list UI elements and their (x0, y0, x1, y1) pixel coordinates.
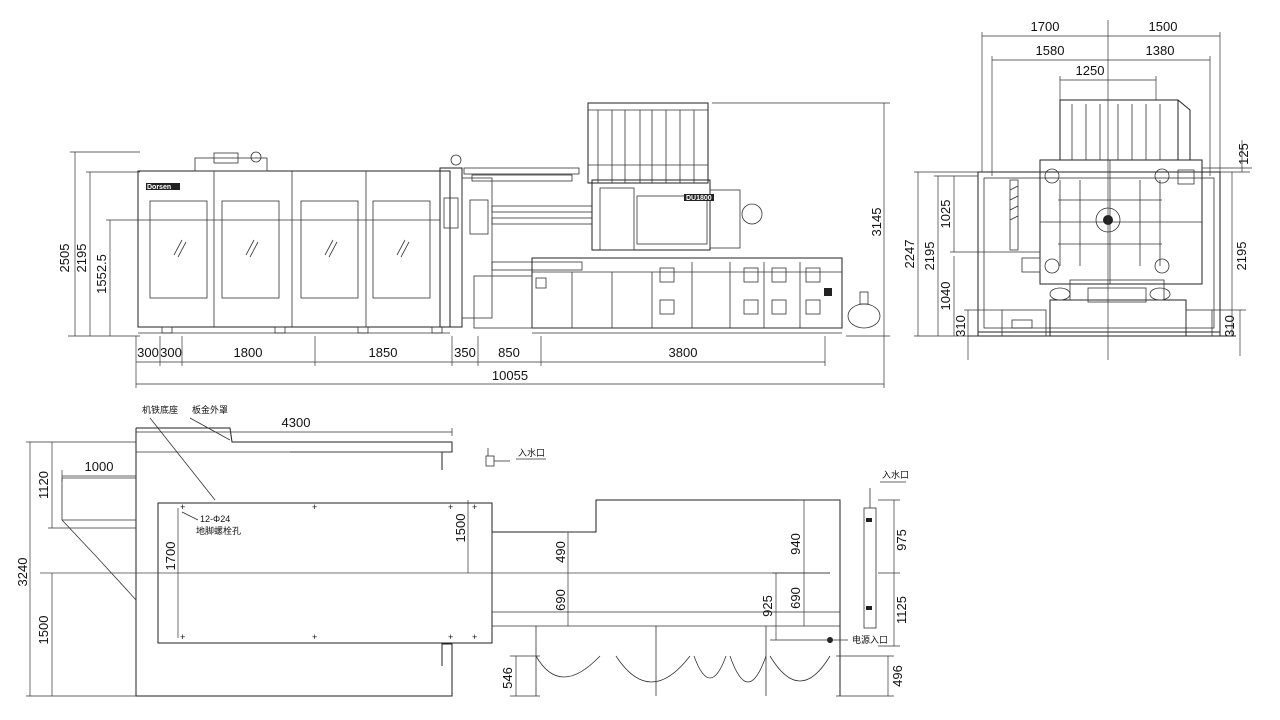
guard-window (149, 200, 208, 299)
dim-seg-5: 350 (454, 345, 476, 360)
door-swing-arc (61, 477, 137, 601)
dim-guard-length: 4300 (282, 415, 311, 430)
control-panel (469, 199, 489, 235)
svg-text:+: + (180, 502, 185, 512)
guard-outline (135, 428, 453, 697)
svg-text:+: + (472, 502, 477, 512)
brand-logo (146, 183, 180, 190)
dim-mid-left: 1580 (1036, 43, 1065, 58)
label-base-note: 机铁底座 (142, 404, 178, 415)
dim-center-height: 1552.5 (94, 254, 109, 294)
dim-seg-2: 300 (160, 345, 182, 360)
dim-end-base-right: 310 (1222, 315, 1237, 337)
safety-guard-body (137, 170, 451, 328)
guard-window (221, 200, 280, 299)
dim-pipe-c: 940 (788, 533, 803, 555)
dim-platform-width: 1250 (1076, 63, 1105, 78)
dim-seg-1: 300 (137, 345, 159, 360)
dim-anchor-span-v: 1700 (163, 542, 178, 571)
dim-overall-height-b: 2195 (74, 244, 89, 273)
dim-end-left-height: 2195 (922, 242, 937, 271)
dim-pipe-g: 1125 (894, 596, 909, 624)
guard-window (300, 200, 359, 299)
plan-view: + + + + + + + + 机铁底座 板金外罩 12-Φ24 地脚螺栓孔 (15, 404, 909, 697)
maintenance-platform (587, 102, 709, 184)
dim-overall-height-a: 2505 (57, 244, 72, 273)
svg-text:+: + (312, 632, 317, 642)
dim-overall-length: 10055 (492, 368, 528, 383)
label-power-inlet: 电源入口 (852, 634, 888, 645)
dim-seg-3: 1800 (234, 345, 263, 360)
injection-unit (591, 179, 711, 251)
dim-end-lower-offset: 1040 (938, 282, 953, 311)
label-water-inlet-2: 入水口 (882, 469, 909, 480)
brand-label: Dorsen (147, 184, 171, 191)
dim-mid-right: 1380 (1146, 43, 1175, 58)
dim-end-right-height: 2195 (1234, 242, 1249, 271)
dim-anchor-span-v2: 1500 (453, 514, 468, 543)
dim-end-right-top: 125 (1236, 143, 1251, 165)
svg-text:+: + (180, 632, 185, 642)
base-cabinet (531, 257, 843, 329)
label-anchor-note: 地脚螺栓孔 (196, 525, 241, 536)
dim-plan-upper-offset: 1120 (36, 471, 51, 499)
water-inlet-left (485, 448, 510, 467)
oil-cooler (847, 303, 881, 329)
dim-pipe-e: 925 (760, 595, 775, 617)
end-view-platform (1059, 99, 1191, 161)
dim-top-left: 1700 (1031, 19, 1060, 34)
dim-door-width: 1000 (85, 459, 114, 474)
moving-platen (439, 167, 463, 328)
guard-window (372, 200, 431, 299)
dim-seg-6: 850 (498, 345, 520, 360)
cabinet-door-swing (535, 655, 601, 678)
label-guard-note: 板金外罩 (192, 404, 228, 415)
dim-plan-lower-offset: 1500 (36, 616, 51, 645)
svg-text:+: + (448, 502, 453, 512)
svg-text:+: + (448, 632, 453, 642)
dim-pipe-d: 690 (788, 587, 803, 609)
dim-seg-7: 3800 (669, 345, 698, 360)
dim-platform-height: 3145 (869, 208, 884, 237)
dim-pipe-b: 690 (553, 589, 568, 611)
dim-seg-4: 1850 (369, 345, 398, 360)
dim-plan-overall-width: 3240 (15, 558, 30, 587)
model-label: DU1800 (686, 195, 712, 202)
label-water-inlet-1: 入水口 (518, 447, 545, 458)
svg-text:+: + (472, 632, 477, 642)
dim-door-swing-right: 496 (890, 665, 905, 687)
dim-end-base-left: 310 (953, 315, 968, 337)
label-anchor-qty: 12-Φ24 (200, 514, 230, 524)
dim-end-upper-offset: 1025 (938, 200, 953, 229)
dim-top-right: 1500 (1149, 19, 1178, 34)
water-pipe-right (863, 488, 877, 629)
svg-text:+: + (312, 502, 317, 512)
side-elevation-view: Dorsen DU1800 (57, 102, 890, 388)
dim-door-swing-left: 546 (500, 667, 515, 689)
dim-pipe-a: 490 (553, 541, 568, 563)
cabinet-outline (492, 499, 841, 696)
dim-pipe-f: 975 (894, 529, 909, 551)
dim-end-overall-height: 2247 (902, 240, 917, 269)
end-elevation-view: 1700 1500 1580 1380 1250 2247 2195 1025 … (902, 19, 1252, 360)
